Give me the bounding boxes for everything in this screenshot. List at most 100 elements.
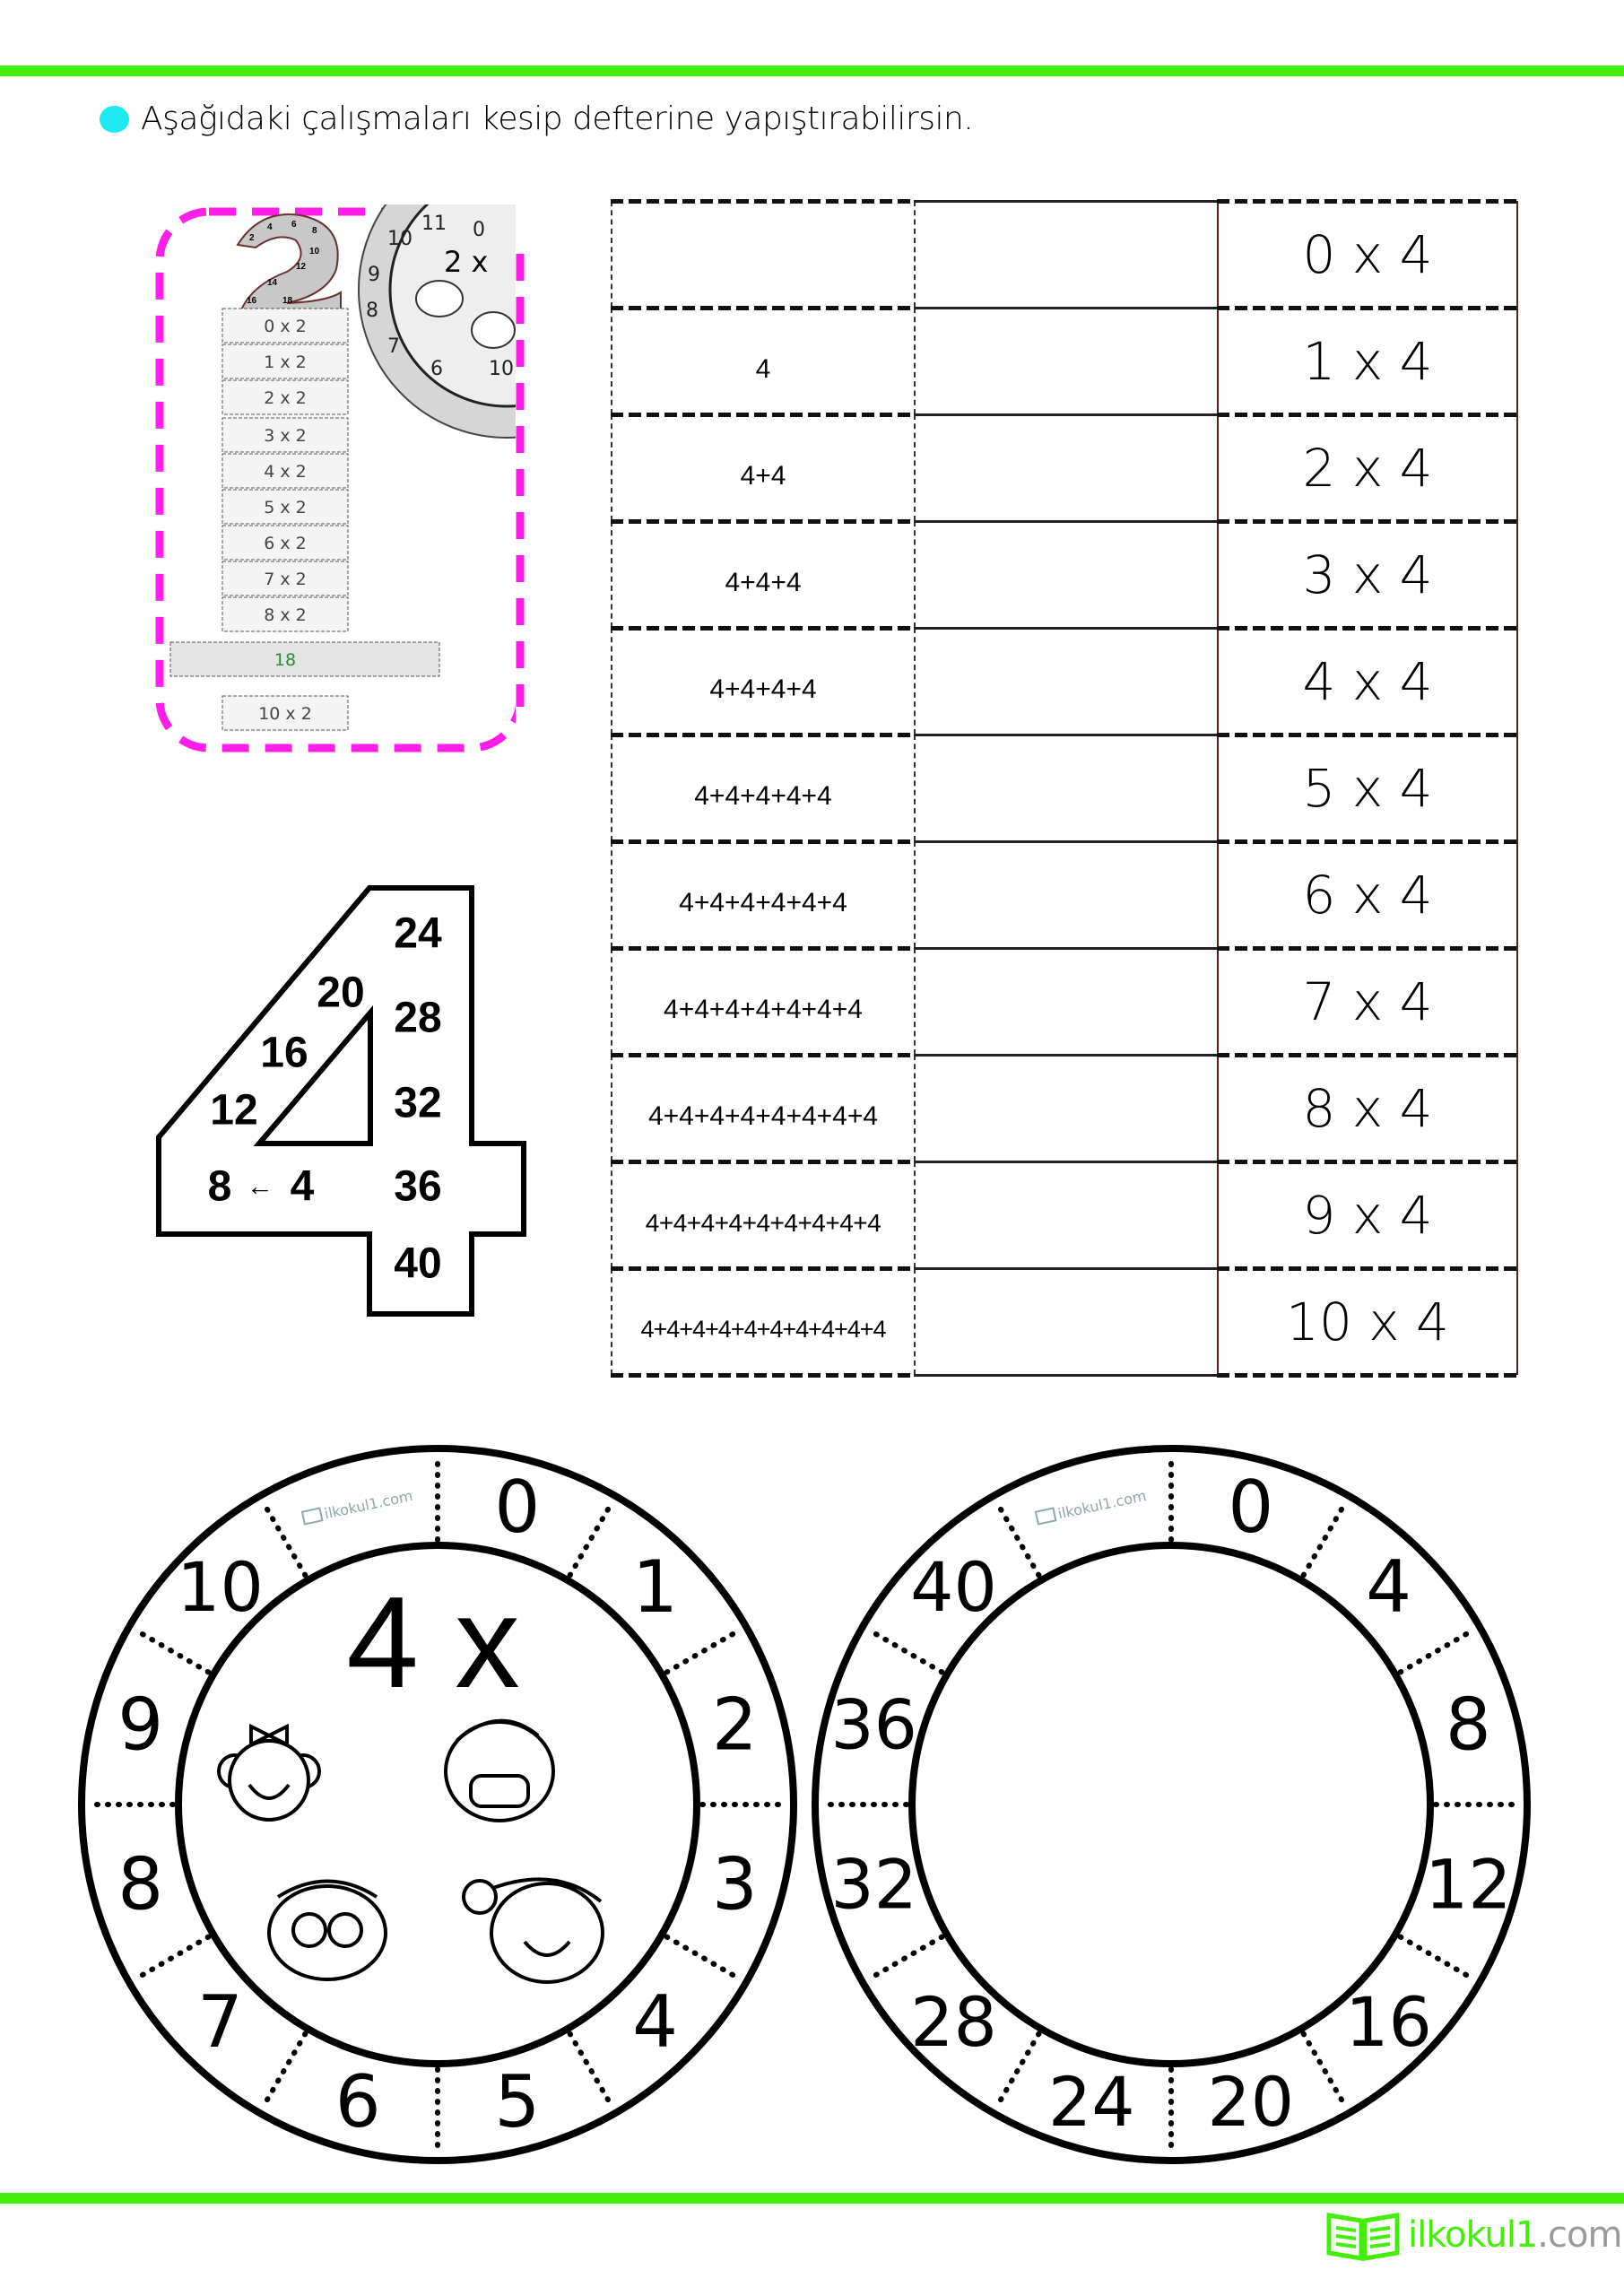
instruction-text: Aşağıdaki çalışmaları kesip defterine ya… [141,100,974,137]
fold-line [914,307,1217,309]
wheel-divider [864,1934,945,1983]
logo-text: ilkokul1.com [1408,2214,1622,2256]
wheel-number: 28 [910,1982,997,2062]
wheel-number: 5 [494,2060,540,2144]
fold-line [914,1054,1217,1057]
photo-strip-label: 3 x 2 [264,426,307,446]
two-number: 10 [309,247,320,257]
wheel-divider [1397,1626,1478,1675]
number-two-cutout [236,213,342,313]
photo-wheel-number: 10 [387,228,413,250]
two-numbers: 2 4 6 8 10 12 14 16 18 [247,220,320,306]
fold-line [914,1374,1217,1377]
answer-blank-cell[interactable] [914,1268,1217,1375]
cut-line [611,733,914,737]
cut-line [1217,1160,1518,1164]
product-cell: 4 x 4 [1217,628,1518,735]
wheel-divider [567,1498,616,1578]
answer-blank-cell[interactable] [914,1161,1217,1268]
answer-blank-cell[interactable] [914,521,1217,628]
photo-strip [221,417,349,453]
product-cell: 7 x 4 [1217,948,1518,1055]
wheel-number: 3 [712,1842,758,1926]
top-green-rule [0,65,1624,76]
answer-blank-cell[interactable] [914,628,1217,735]
cut-line [1217,733,1518,737]
wheel-divider [1300,1498,1350,1578]
sum-cell: 4+4+4 [611,521,914,628]
open-book-icon [1326,2213,1400,2261]
wheel-number: 2 [712,1683,758,1767]
product-cell: 2 x 4 [1217,414,1518,521]
wheel-number: 10 [177,1547,264,1627]
photo-strip [221,596,349,632]
table-row: 0 x 4 [611,201,1518,308]
wheel-number: 24 [1048,2062,1135,2142]
logo-main: ilkokul [1408,2214,1516,2256]
sum-cell: 4+4 [611,414,914,521]
answer-blank-cell[interactable] [914,308,1217,414]
wheel-number: 6 [335,2060,381,2144]
photo-wheel-number: 10 [489,358,514,380]
answer-blank-cell[interactable] [914,841,1217,948]
two-number: 2 [249,233,255,243]
answer-blank-cell[interactable] [914,735,1217,841]
table-row: 4+4 2 x 4 [611,414,1518,521]
photo-wheel-number: 9 [368,264,380,286]
four-number: 4 [291,1163,315,1211]
wheel-number: 40 [910,1547,997,1627]
photo-strip-label: 18 [274,650,296,670]
photo-wheel-number: 0 [473,219,485,241]
number-four-shape: 24 20 28 16 12 32 36 40 8 ← 4 [156,885,526,1317]
wheel-number: 8 [1446,1683,1491,1767]
two-number: 4 [267,222,273,232]
example-photo: 2 4 6 8 10 12 14 16 18 0 x 21 x 22 x 23 … [155,204,529,756]
answer-blank-cell[interactable] [914,1055,1217,1161]
sum-cell: 4 [611,308,914,414]
four-number: 36 [394,1163,441,1211]
arrow-left-icon: ← [247,1172,274,1202]
cut-line [1217,946,1518,951]
sum-cell: 4+4+4+4+4+4+4+4+4+4 [611,1268,914,1375]
cut-line [1217,1053,1518,1057]
fold-line [914,734,1217,736]
product-cell: 5 x 4 [1217,735,1518,841]
four-number: 40 [394,1240,441,1288]
answer-blank-cell[interactable] [914,948,1217,1055]
fold-line [914,413,1217,416]
wheel-divider [1397,1934,1478,1983]
product-cell: 9 x 4 [1217,1161,1518,1268]
sum-cell [611,201,914,308]
wheel-number: 0 [494,1465,540,1549]
answer-blank-cell[interactable] [914,201,1217,308]
wheel-divider [864,1626,945,1675]
photo-strip-label: 4 x 2 [264,462,307,482]
wheel-number: 8 [117,1842,163,1926]
two-number: 16 [247,296,257,306]
photo-strip [221,561,349,596]
wheel-number: 9 [117,1683,163,1767]
flower-girl-face-icon [462,1877,604,1984]
fold-line [914,627,1217,630]
cut-line [611,519,914,524]
cut-line [1217,626,1518,631]
wheel-divider [993,1498,1042,1578]
cut-line [1217,1373,1518,1378]
photo-strip [221,695,349,731]
photo-strip [221,344,349,379]
product-cell: 8 x 4 [1217,1055,1518,1161]
wheel-divider [993,2031,1042,2111]
cut-line [611,306,914,310]
photo-strip-label: 6 x 2 [264,534,307,553]
fold-line [914,200,1217,203]
four-number: 8 [208,1163,232,1211]
four-number: 24 [394,910,442,958]
photo-wheel-number: 7 [387,335,400,358]
cut-line [611,839,914,844]
answer-blank-cell[interactable] [914,414,1217,521]
